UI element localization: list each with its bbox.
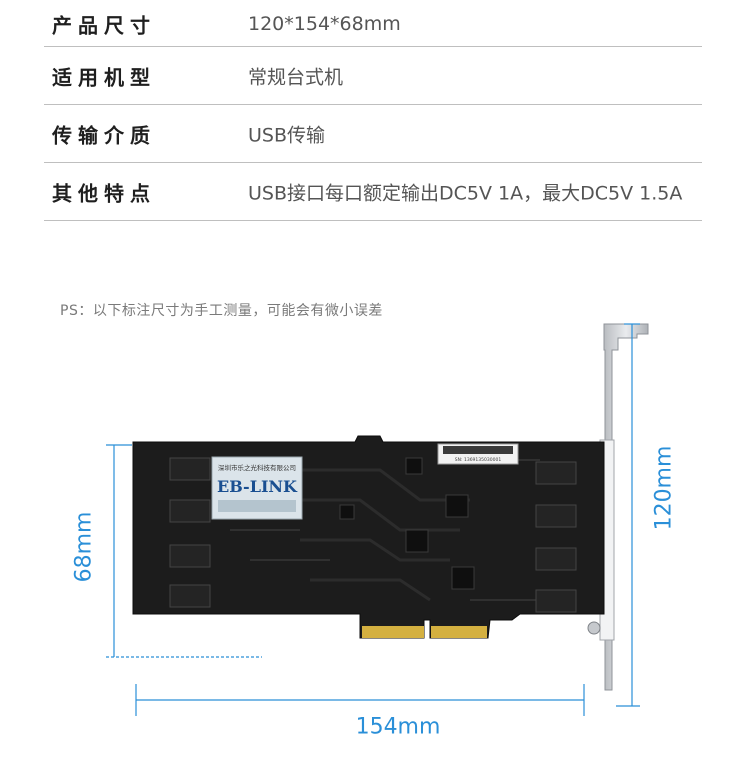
spec-label: 其他特点 [52,181,156,205]
spec-value: USB接口每口额定输出DC5V 1A，最大DC5V 1.5A [248,182,683,204]
spec-value: 常规台式机 [248,66,344,88]
spec-row-medium: 传输介质 USB传输 [44,105,702,163]
pcie-gold-fingers [362,626,487,638]
brand-company: 深圳市乐之光科技有限公司 [218,463,296,472]
spec-label: 产品尺寸 [52,13,156,38]
dimension-bracket-height-label: 120mm [651,445,677,531]
pcb-board [132,435,605,639]
brand-label: 深圳市乐之光科技有限公司 EB-LINK [211,456,303,520]
dimension-length-label: 154mm [355,714,441,740]
dimension-height-label: 68mm [71,511,97,583]
spec-label: 传输介质 [52,123,156,147]
spec-value: USB传输 [248,124,326,146]
spec-row-compatible: 适用机型 常规台式机 [44,47,702,105]
ps-note: PS：以下标注尺寸为手工测量，可能会有微小误差 [60,303,383,319]
brand-name: EB-LINK [217,477,298,496]
spec-row-features: 其他特点 USB接口每口额定输出DC5V 1A，最大DC5V 1.5A [44,163,702,221]
dimension-lines [106,323,640,716]
spec-label: 适用机型 [52,65,156,89]
spec-row-size: 产品尺寸 120*154*68mm [44,0,702,47]
spec-table: 产品尺寸 120*154*68mm 适用机型 常规台式机 传输介质 USB传输 … [44,0,702,221]
serial-number: SN: 1369135030001 [455,457,502,463]
serial-label: SN: 1369135030001 [437,443,519,465]
spec-value: 120*154*68mm [248,13,401,35]
